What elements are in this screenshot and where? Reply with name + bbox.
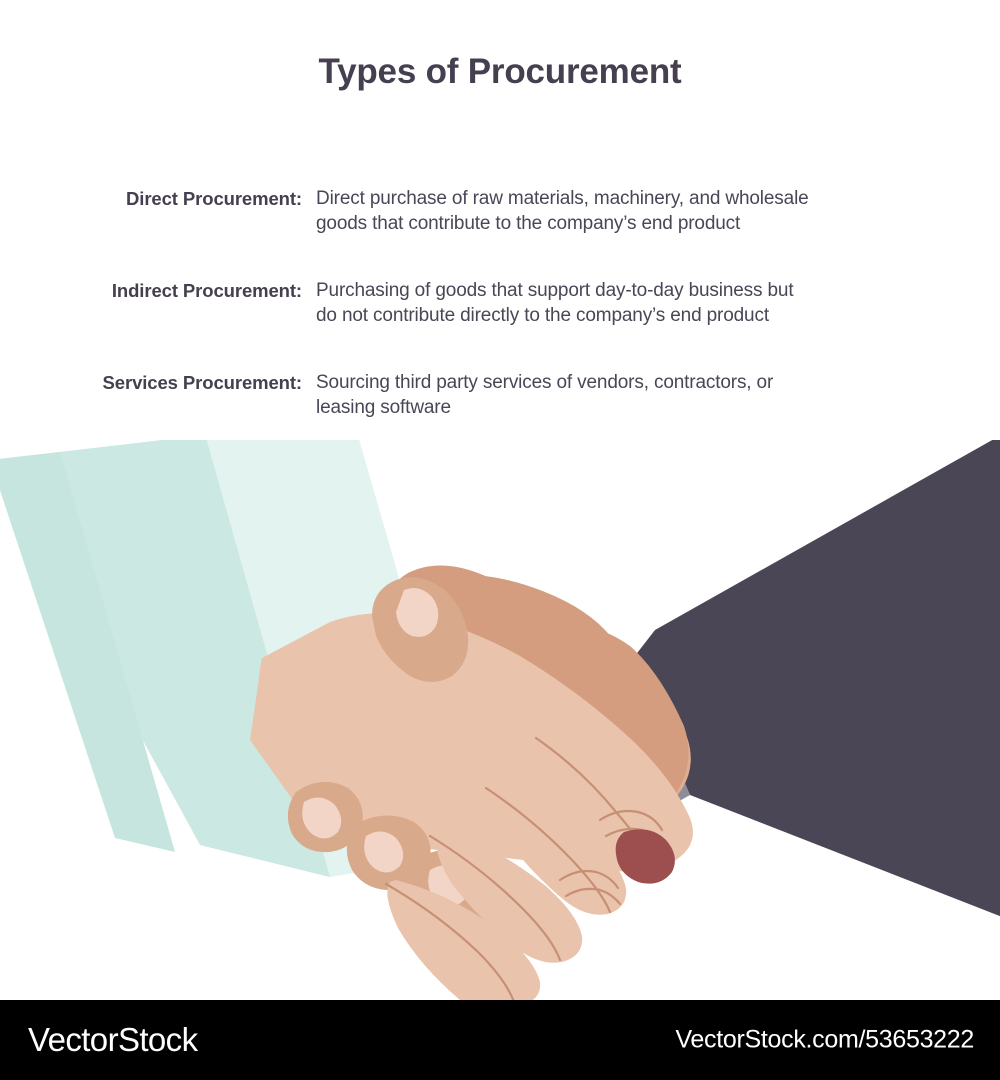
right-hand-thumb [394,575,612,676]
right-sleeve-group [620,440,1000,917]
page-title: Types of Procurement [318,52,682,91]
definition-description-direct-line-2: goods that contribute to the company’s e… [316,213,741,234]
definition-list: Direct Procurement: Direct purchase of r… [0,186,1000,462]
definition-row-services: Services Procurement: Sourcing third par… [0,370,1000,420]
infographic-canvas: Types of Procurement Direct Procurement:… [0,52,1000,1000]
left-hand-nail-2 [364,831,404,873]
right-sleeve-body [640,440,1000,917]
definition-description-indirect: Purchasing of goods that support day-to-… [302,278,952,328]
crease-knuckle-1 [598,809,664,832]
crease-4 [384,882,515,1000]
watermark-footer: VectorStock VectorStock.com/53653222 [0,1000,1000,1080]
definition-row-indirect: Indirect Procurement: Purchasing of good… [0,278,1000,328]
left-sleeve-shadow [0,452,175,852]
definition-row-direct: Direct Procurement: Direct purchase of r… [0,186,1000,236]
definition-label-services: Services Procurement: [102,372,303,393]
definition-description-indirect-line-2: do not contribute directly to the compan… [316,305,769,326]
left-hand-thumb-nail [396,588,439,637]
definition-description-services-line-1: Sourcing third party services of vendors… [316,372,774,393]
crease-knuckle-4 [564,887,622,906]
left-hand-nail-1 [302,797,342,839]
definition-description-direct: Direct purchase of raw materials, machin… [302,186,952,236]
definition-label-indirect: Indirect Procurement: [111,280,302,301]
definition-description-direct-line-1: Direct purchase of raw materials, machin… [316,188,809,209]
left-hand-group [250,577,693,1000]
handshake-illustration [0,440,1000,1000]
definition-description-indirect-line-1: Purchasing of goods that support day-to-… [316,280,794,301]
definition-label-direct: Direct Procurement: [126,188,302,209]
handshake-svg [0,440,1000,1000]
right-hand-red-nail [615,829,675,884]
crease-2 [484,786,612,914]
vectorstock-url: VectorStock.com/53653222 [675,1025,974,1054]
crease-3 [428,834,562,962]
definition-description-services: Sourcing third party services of vendors… [302,370,952,420]
vectorstock-logo: VectorStock [28,1021,198,1058]
definition-description-services-line-2: leasing software [316,397,451,418]
crease-knuckle-3 [558,869,620,890]
